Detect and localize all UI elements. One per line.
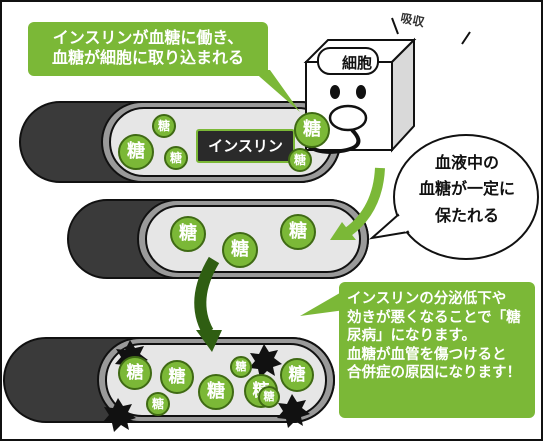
bubble-line-3: 保たれる bbox=[434, 205, 499, 225]
sugar: 糖 bbox=[222, 232, 258, 268]
callout-top-line-1: インスリンが血糖に働き、 bbox=[52, 28, 244, 47]
sugar-label: 糖 bbox=[168, 367, 186, 387]
callout-top-line-2: 血糖が細胞に取り込まれる bbox=[51, 48, 244, 68]
sugar-label: 糖 bbox=[288, 365, 306, 385]
callout-bottom-line-5: 合併症の原因になります！ bbox=[347, 365, 521, 382]
sugar: 糖 bbox=[160, 360, 194, 394]
bubble-line-1: 血液中の bbox=[434, 153, 499, 172]
arrow-2-head bbox=[196, 330, 222, 352]
arrow-1 bbox=[344, 167, 385, 237]
callout-top-pointer bbox=[252, 70, 300, 112]
sugar: 糖 bbox=[280, 214, 316, 250]
insulin-label: インスリン bbox=[196, 129, 295, 163]
sugar: 糖 bbox=[230, 356, 252, 378]
sugar-label: 糖 bbox=[126, 363, 144, 383]
sugar: 糖 bbox=[118, 356, 152, 390]
sugar-label: 糖 bbox=[303, 119, 321, 140]
sugar: 糖 bbox=[198, 374, 234, 410]
callout-bottom-line-1: インスリンの分泌低下や bbox=[347, 291, 507, 307]
sugar: 糖 bbox=[288, 148, 312, 172]
sugar: 糖 bbox=[146, 392, 170, 416]
cell-label: 細胞 bbox=[341, 54, 372, 72]
sugar-label: 糖 bbox=[127, 141, 145, 162]
arrow-1-head bbox=[330, 222, 356, 240]
callout-bottom-pointer bbox=[300, 290, 345, 316]
sugar-label: 糖 bbox=[231, 239, 249, 260]
callout-top: インスリンが血糖に働き、 血糖が細胞に取り込まれる bbox=[28, 22, 268, 76]
arrow-2 bbox=[194, 256, 220, 335]
cell-box bbox=[303, 37, 417, 155]
blood-vessel-2 bbox=[67, 199, 369, 279]
callout-bottom-line-2: 効きが悪くなることで「糖 bbox=[347, 309, 521, 326]
sugar-label: 糖 bbox=[207, 381, 225, 402]
sugar-label: 糖 bbox=[151, 397, 164, 411]
sugar-label: 糖 bbox=[179, 223, 197, 244]
sugar: 糖 bbox=[280, 358, 314, 392]
sugar-label: 糖 bbox=[235, 360, 247, 373]
bubble-line-2: 血糖が一定に bbox=[418, 179, 515, 199]
sugar-label: 糖 bbox=[169, 151, 182, 165]
sugar: 糖 bbox=[152, 114, 176, 138]
sugar-label: 糖 bbox=[263, 390, 275, 403]
speech-bubble bbox=[368, 134, 539, 260]
callout-bottom-line-3: 尿病」になります。 bbox=[347, 328, 477, 345]
callout-bottom-line-4: 血糖が血管を傷つけると bbox=[347, 346, 507, 363]
callout-bottom: インスリンの分泌低下や 効きが悪くなることで「糖 尿病」になります。 血糖が血管… bbox=[339, 282, 535, 418]
sugar: 糖 bbox=[170, 216, 206, 252]
sugar-label: 糖 bbox=[293, 153, 306, 167]
sugar: 糖 bbox=[164, 146, 188, 170]
bubble-text: 血液中の 血糖が一定に 保たれる bbox=[392, 150, 542, 229]
sugar-label: 糖 bbox=[157, 119, 170, 133]
sugar: 糖 bbox=[258, 386, 280, 408]
sugar: 糖 bbox=[294, 112, 330, 148]
sugar: 糖 bbox=[118, 134, 154, 170]
sugar-label: 糖 bbox=[289, 221, 307, 242]
